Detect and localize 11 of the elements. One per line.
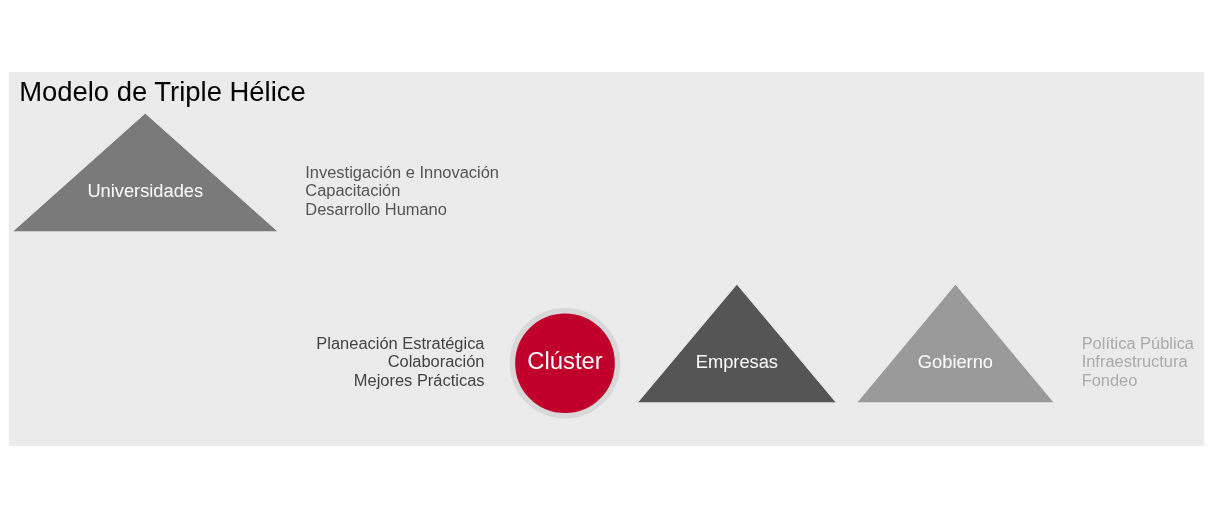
node-circle: Clúster	[509, 307, 621, 419]
node-label: Política Pública	[1081, 333, 1195, 352]
node-label: Capacitación	[305, 181, 401, 200]
diagram-title: Modelo de Triple Hélice	[19, 76, 306, 108]
node-label: Planeación Estratégica	[316, 333, 485, 352]
node-label: Mejores Prácticas	[353, 370, 485, 389]
node-label: Investigación e Innovación	[305, 162, 500, 181]
node-label: Desarrollo Humano	[305, 199, 447, 218]
node-label: Colaboración	[387, 352, 485, 371]
node-label: Fondeo	[1081, 370, 1138, 389]
node-label: Infraestructura	[1081, 352, 1188, 371]
